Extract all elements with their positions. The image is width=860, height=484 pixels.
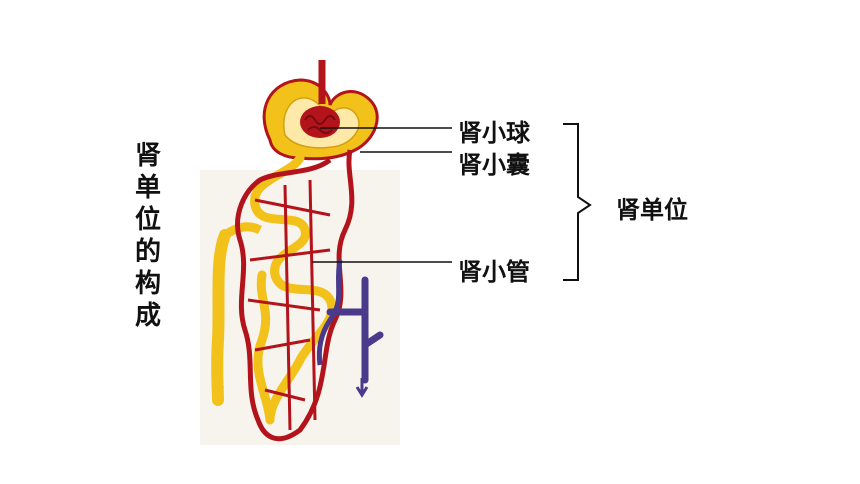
label-tubule: 肾小管: [458, 258, 530, 286]
vein-path: [316, 259, 343, 366]
vertical-title: 肾单位的构成: [134, 141, 161, 331]
glomerulus-ball: [300, 106, 340, 138]
glomerulus-coils: [304, 115, 336, 134]
arrow-duct-down: [211, 375, 225, 397]
capillary-network: [235, 149, 355, 442]
label-capsule: 肾小囊: [458, 151, 530, 179]
vein-trunk: [326, 276, 384, 384]
tubule-path: [250, 153, 337, 425]
capillary-mesh: [247, 179, 331, 431]
label-glomerulus: 肾小球: [458, 119, 530, 147]
duct-branch: [222, 222, 263, 239]
arrow-vein-down: [355, 378, 369, 398]
brace: [563, 123, 592, 281]
label-nephron: 肾单位: [616, 196, 688, 224]
